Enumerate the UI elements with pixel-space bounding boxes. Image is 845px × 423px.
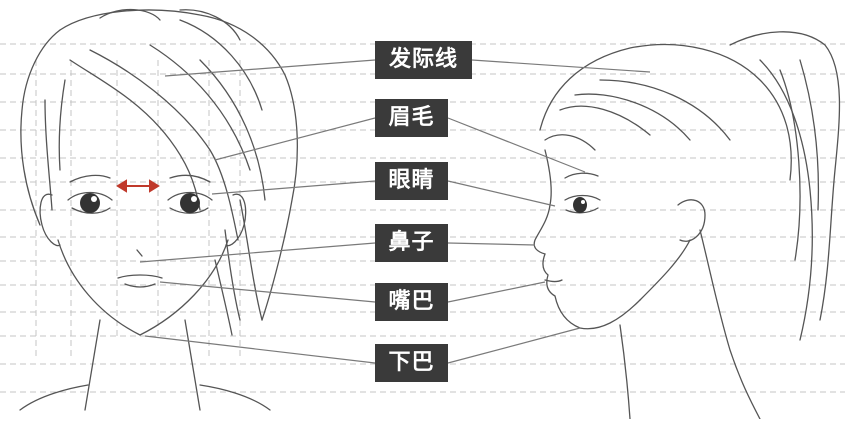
- profile-eye-highlight: [581, 200, 585, 204]
- profile-face-sketch: [533, 31, 841, 420]
- double-arrow-icon: [116, 179, 160, 193]
- label-eyes: 眼睛: [375, 162, 448, 200]
- front-eye-highlights: [91, 196, 197, 202]
- connector-lines: [139, 59, 651, 364]
- profile-eye: [573, 197, 587, 213]
- horizontal-guides: [0, 43, 845, 393]
- front-face-sketch: [19, 8, 298, 411]
- label-chin: 下巴: [375, 344, 448, 382]
- label-nose: 鼻子: [375, 224, 448, 262]
- vertical-guides: [35, 60, 241, 360]
- label-mouth: 嘴巴: [375, 283, 448, 321]
- label-eyebrow: 眉毛: [375, 99, 448, 137]
- label-hairline: 发际线: [375, 41, 472, 79]
